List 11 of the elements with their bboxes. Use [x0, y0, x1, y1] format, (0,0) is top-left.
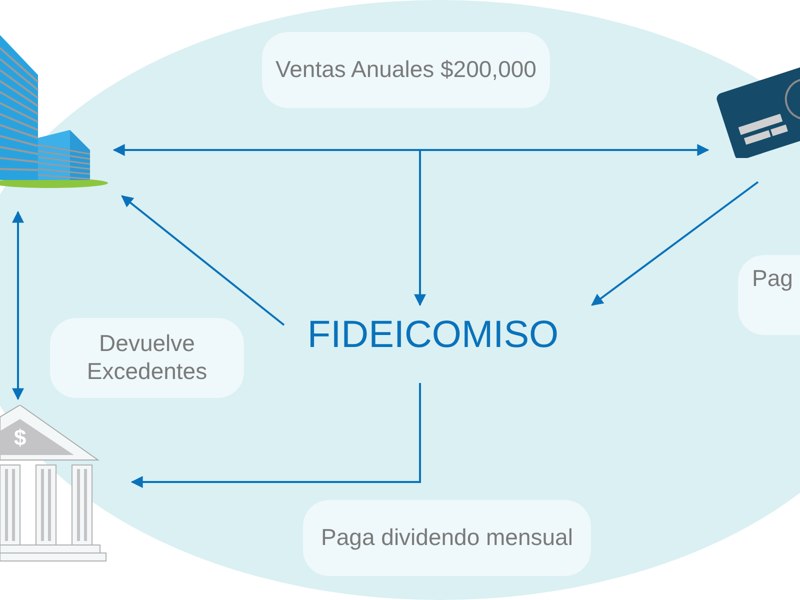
arrow — [591, 181, 759, 306]
label-pill: Paga dividendo mensual — [303, 500, 591, 576]
arrow — [130, 383, 421, 488]
dollar-sign: $ — [14, 427, 26, 449]
arrow — [121, 195, 285, 326]
center-title: FIDEICOMISO — [307, 316, 559, 354]
label-pill: Devuelve Excedentes — [50, 318, 244, 398]
arrow — [12, 210, 24, 400]
arrow — [112, 144, 710, 156]
label-pill: Ventas Anuales $200,000 — [262, 32, 550, 108]
label-pill: Pag — [738, 255, 800, 335]
